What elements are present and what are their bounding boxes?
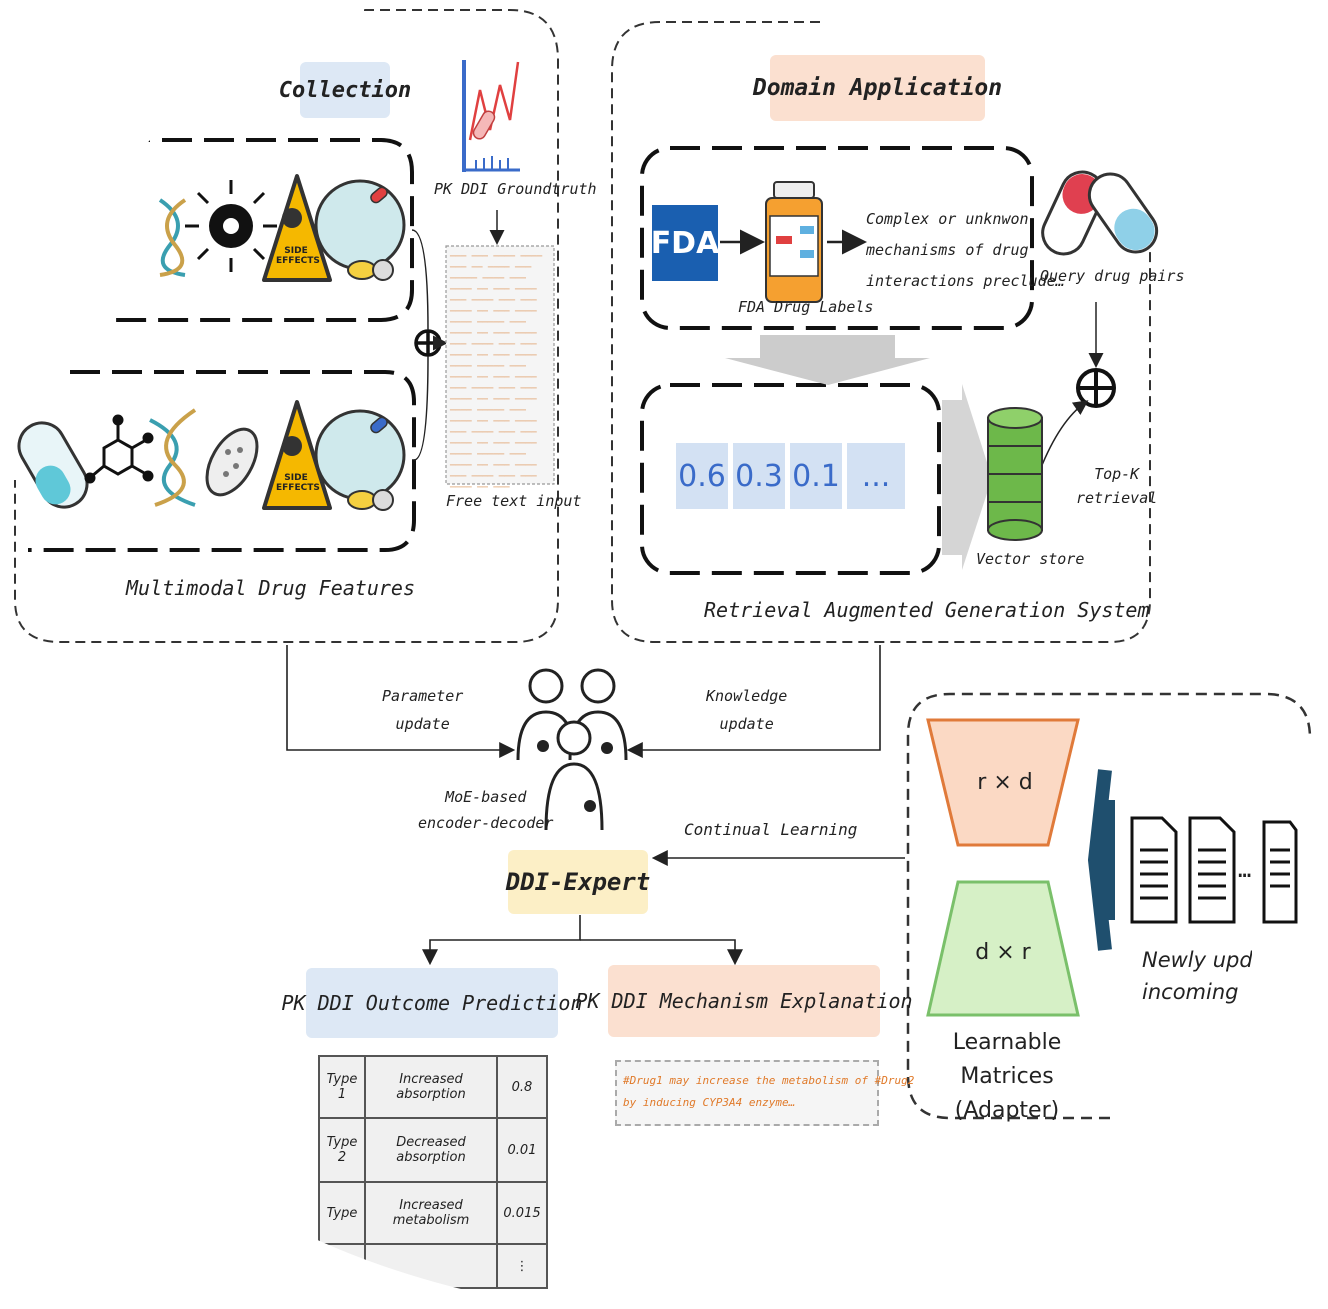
name-cell: Increased absorption: [364, 1055, 498, 1119]
fda-logo: FDA: [651, 205, 719, 281]
vector-store-icon: [987, 407, 1043, 541]
left-panel-border: [14, 9, 559, 643]
knowledge-update-label: Knowledge update: [706, 687, 788, 733]
bacteria-icon: [205, 427, 259, 497]
table-row: ⋮: [318, 1243, 548, 1289]
right-panel-border: [611, 21, 1151, 643]
name-cell: Decreased absorption: [364, 1117, 498, 1183]
dna-icon-2: [149, 408, 197, 507]
type-cell: Type: [318, 1181, 366, 1245]
rxd-matrix: [926, 718, 1080, 847]
rag-system-label: Retrieval Augmented Generation System: [704, 598, 1150, 622]
drug-cycle-icon-2: [314, 409, 406, 511]
outcome-prediction-header: PK DDI Outcome Prediction: [281, 968, 583, 1038]
value-cell: 0.8: [496, 1055, 548, 1119]
vector-cell-3: 0.1: [790, 443, 842, 509]
pk-chart-icon: [462, 60, 520, 172]
vector-cell-1: 0.6: [676, 443, 728, 509]
ddi-expert-box: DDI-Expert: [506, 850, 650, 914]
domain-application-header: Domain Application: [753, 55, 1002, 121]
molecule-icon: [84, 414, 154, 484]
side-effects-text-1: SIDE EFFECTS: [276, 246, 320, 266]
type-cell: Type 2: [318, 1117, 366, 1183]
table-row: Type Increased metabolism 0.015: [318, 1181, 548, 1245]
grey-right-arrow: [942, 384, 992, 570]
table-row: Type 2 Decreased absorption 0.01: [318, 1117, 548, 1183]
vector-cell-4: ...: [847, 443, 905, 509]
collection-header: Collection: [279, 62, 411, 118]
learnable-matrices-label: Learnable Matrices (Adapter): [952, 1030, 1062, 1123]
moe-label: MoE-based encoder-decoder: [418, 788, 554, 832]
name-cell: [364, 1243, 498, 1289]
side-effects-text-2: SIDE EFFECTS: [276, 473, 320, 493]
mechanism-explanation-header: PK DDI Mechanism Explanation: [575, 965, 913, 1037]
pill-bottle-icon: [765, 181, 823, 303]
virus-icon: [185, 180, 277, 272]
outcome-table: Type 1 Increased absorption 0.8 Type 2 D…: [318, 1055, 548, 1289]
parameter-update-label: Parameter update: [382, 687, 464, 733]
free-text-content: ─── ─── ──── ──── ─── ── ──── ─── ───── …: [450, 252, 543, 493]
side-effects-icon-2: [262, 400, 332, 510]
type-cell: [318, 1243, 366, 1289]
multimodal-features-label: Multimodal Drug Features: [126, 576, 415, 600]
free-text-label: Free text input: [446, 492, 582, 510]
dna-icon-1: [158, 198, 187, 277]
complex-mechanisms-text: Complex or unknwon mechanisms of drug in…: [866, 210, 1065, 290]
fda-labels-label: FDA Drug Labels: [738, 298, 874, 316]
value-cell: 0.015: [496, 1181, 548, 1245]
query-pairs-label: Query drug pairs: [1040, 267, 1185, 285]
document-icons: [1130, 816, 1298, 924]
vector-store-label: Vector store: [976, 550, 1085, 568]
mechanism-explanation-text: #Drug1 may increase the metabolism of #D…: [615, 1060, 914, 1126]
groundtruth-label: PK DDI Groundtruth: [434, 180, 597, 198]
free-text-document: [445, 245, 555, 485]
documents-ellipsis: …: [1238, 858, 1252, 883]
dxr-label: d × r: [975, 940, 1031, 965]
grey-down-arrow: [725, 335, 930, 385]
continual-learning-label: Continual Learning: [684, 820, 858, 839]
topk-retrieval-label: Top-K retrieval: [1076, 465, 1158, 507]
value-cell: 0.01: [496, 1117, 548, 1183]
newly-updated-label: Newly updat incoming: [1142, 948, 1252, 1004]
name-cell: Increased metabolism: [364, 1181, 498, 1245]
moe-experts-icon: [516, 668, 628, 831]
capsule-icon: [17, 421, 89, 509]
value-cell: ⋮: [496, 1243, 548, 1289]
vector-cell-2: 0.3: [733, 443, 785, 509]
rxd-label: r × d: [977, 770, 1033, 795]
drug-cycle-icon-1: [314, 179, 406, 281]
table-row: Type 1 Increased absorption 0.8: [318, 1055, 548, 1119]
type-cell: Type 1: [318, 1055, 366, 1119]
